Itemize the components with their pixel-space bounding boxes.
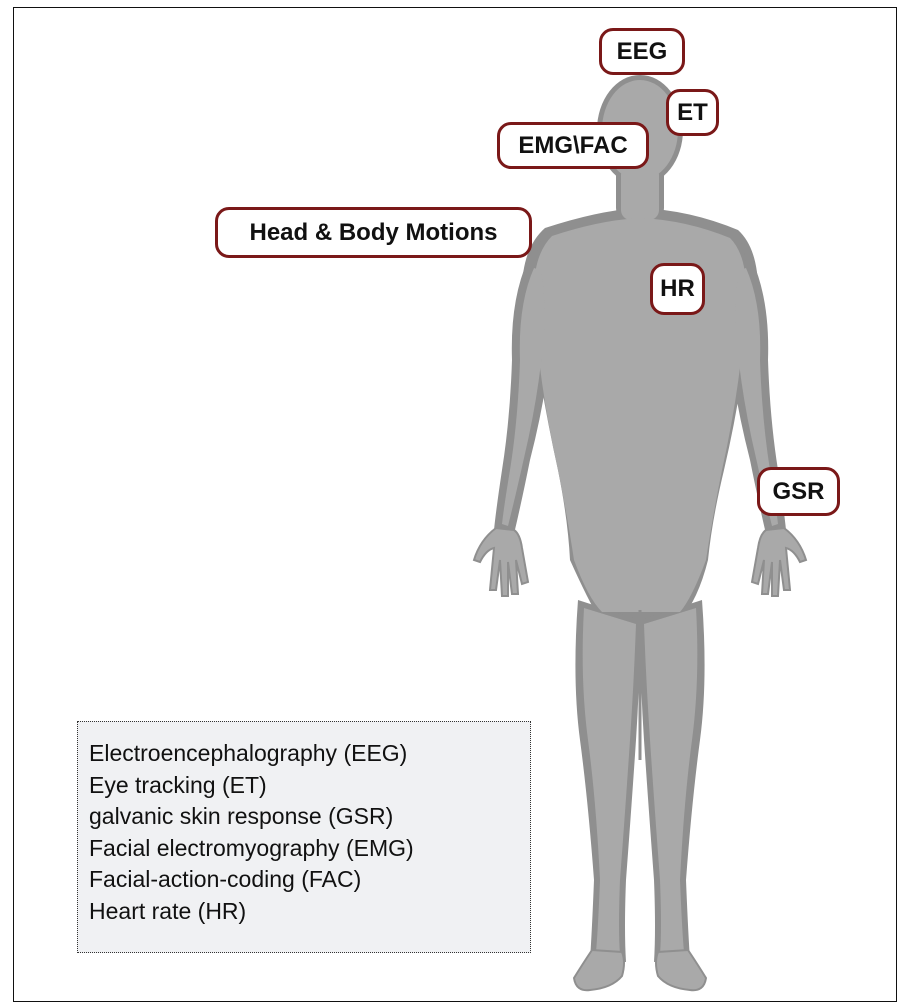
- et-label: ET: [666, 89, 719, 136]
- legend-item: galvanic skin response (GSR): [89, 801, 530, 833]
- hr-label: HR: [650, 263, 705, 315]
- emg-fac-label: EMG\FAC: [497, 122, 649, 169]
- legend-item: Heart rate (HR): [89, 896, 530, 928]
- head-body-motions-label: Head & Body Motions: [215, 207, 532, 258]
- gsr-label: GSR: [757, 467, 840, 516]
- abbreviation-legend: Electroencephalography (EEG) Eye trackin…: [77, 721, 531, 953]
- eeg-label: EEG: [599, 28, 685, 75]
- legend-item: Facial-action-coding (FAC): [89, 864, 530, 896]
- legend-item: Electroencephalography (EEG): [89, 738, 530, 770]
- legend-item: Eye tracking (ET): [89, 770, 530, 802]
- legend-item: Facial electromyography (EMG): [89, 833, 530, 865]
